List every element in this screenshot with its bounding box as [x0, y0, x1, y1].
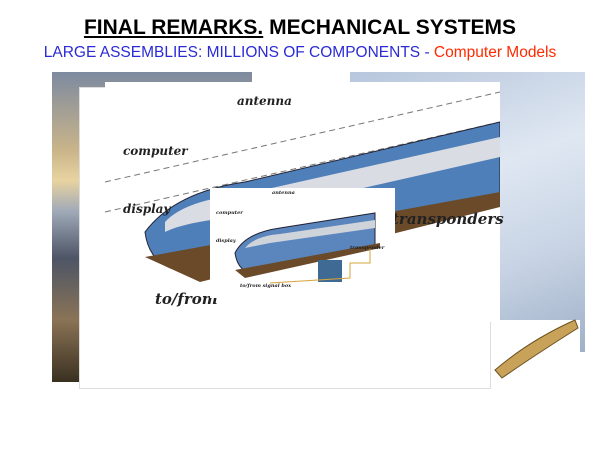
mechanical-part-icon [494, 319, 579, 379]
slide-subtitle: LARGE ASSEMBLIES: MILLIONS OF COMPONENTS… [0, 44, 600, 62]
label-to-from: to/from [155, 290, 218, 308]
train-small-drawing [234, 212, 380, 284]
title-underlined: FINAL REMARKS. [83, 16, 264, 39]
label-display: display [123, 202, 171, 216]
small-label-transponder: transponder [350, 245, 385, 251]
label-antenna: antenna [237, 94, 292, 108]
small-label-antenna: antenna [272, 190, 295, 196]
train-diagram-small: antenna computer display transponder to/… [210, 188, 395, 298]
subtitle-red: Computer Models [433, 44, 557, 61]
label-computer: computer [123, 144, 188, 158]
subtitle-blue: LARGE ASSEMBLIES: MILLIONS OF COMPONENTS… [43, 44, 434, 61]
small-label-display: display [216, 238, 236, 244]
small-label-computer: computer [216, 210, 243, 216]
small-label-to-from: to/from signal box [240, 283, 292, 289]
label-transponders: transponders [392, 210, 504, 228]
slide-title: FINAL REMARKS. MECHANICAL SYSTEMS [0, 16, 600, 40]
title-rest: MECHANICAL SYSTEMS [269, 16, 517, 39]
